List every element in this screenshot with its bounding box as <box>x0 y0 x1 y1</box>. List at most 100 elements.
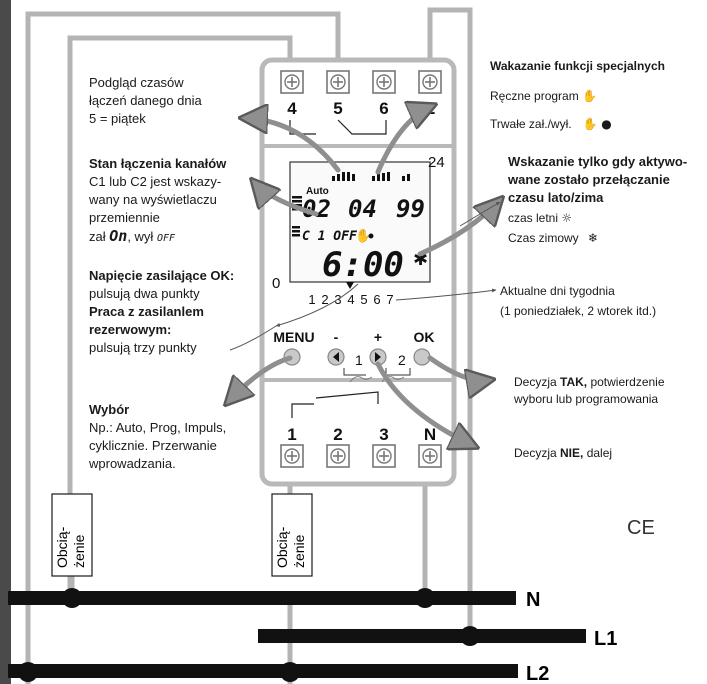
junction-dots <box>18 588 480 682</box>
ok-button[interactable] <box>413 348 431 366</box>
channel-body-line1: C1 lub C2 jest wskazy- <box>89 174 222 189</box>
channel-on-prefix: zał <box>89 229 106 244</box>
lcd-hand-icon: ✋ <box>355 228 371 243</box>
dst-title-line3: czasu lato/zima <box>508 190 604 205</box>
preview-line1: Podgląd czasów <box>89 75 184 90</box>
reserve-title-line2: rezerwowym: <box>89 322 172 337</box>
manual-program: Ręczne program ✋ <box>490 88 597 104</box>
winter-label: Czas zimowy <box>508 231 579 245</box>
wire-l2-to-terminal-4 <box>25 11 341 684</box>
snowflake-icon: ❄ <box>588 231 599 245</box>
load-right-line2: żenie <box>291 534 307 568</box>
winter: Czas zimowy ❄ <box>508 230 598 246</box>
load-left: Obcią- żenie <box>51 493 93 577</box>
ce-mark: CE <box>627 517 655 539</box>
no-suffix: dalej <box>583 446 613 460</box>
plus-arrow-icon <box>375 352 381 362</box>
no-line: Decyzja NIE, dalej <box>514 445 612 461</box>
terminal-4-label: 4 <box>287 99 297 118</box>
manual-program-label: Ręczne program <box>490 89 579 103</box>
timer-device: 4 5 6 L 24 0 Auto 02 04 99 C 1 OFF ✋ 6:0… <box>259 57 457 487</box>
reserve-body: pulsują trzy punkty <box>89 340 197 355</box>
hand-icon-manual: ✋ <box>582 89 598 103</box>
dst-title-line1: Wskazanie tylko gdy aktywo- <box>508 154 688 169</box>
leader-dst <box>459 201 501 227</box>
menu-button-label: MENU <box>273 329 314 345</box>
permanent: Trwałe zał./wył. ✋ ● <box>490 116 612 132</box>
lcd-auto: Auto <box>306 186 329 197</box>
channel-2-label: 2 <box>398 352 406 368</box>
yes-prefix: Decyzja <box>514 375 561 389</box>
arrow-no <box>375 361 474 446</box>
weekday-5: 5 <box>360 292 367 307</box>
terminal-5-label: 5 <box>333 99 342 118</box>
select-body-line2: cyklicznie. Przerwanie <box>89 438 217 453</box>
lcd-time-scale <box>332 172 410 181</box>
hand-icon <box>349 376 373 383</box>
leader-power <box>275 283 359 327</box>
lcd-scale-0: 0 <box>272 275 280 292</box>
wire-load-left-to-terminal-5 <box>67 35 293 600</box>
hand-icon-permanent: ✋ <box>582 117 598 131</box>
load-right-line1: Obcią- <box>274 526 290 568</box>
load-left-line1: Obcią- <box>54 526 70 568</box>
top-terminal-screws <box>280 70 442 94</box>
select-body-line1: Np.: Auto, Prog, Impuls, <box>89 420 227 435</box>
channel-on-off: zał On, wył OFF <box>89 228 175 247</box>
select-body-line3: wprowadzania. <box>89 456 176 471</box>
channel-title: Stan łączenia kanałów <box>89 156 227 171</box>
power-body: pulsują dwa punkty <box>89 286 200 301</box>
channel-body-line2: wany na wyświetlaczu <box>89 192 217 207</box>
arrow-preview <box>244 118 341 173</box>
terminal-1-label: 1 <box>287 425 296 444</box>
channel-1-bracket <box>343 368 366 376</box>
lcd-display <box>289 161 431 283</box>
bar-l1 <box>258 629 586 643</box>
weekday-1: 1 <box>308 292 315 307</box>
reserve-title-line1: Praca z zasilanlem <box>89 304 204 319</box>
weekdays-body: (1 poniedziałek, 2 wtorek itd.) <box>500 304 657 318</box>
bar-l1-label: L1 <box>594 628 617 650</box>
summer: czas letni ☼ <box>508 210 572 226</box>
weekday-2: 2 <box>321 292 328 307</box>
yes-suffix: potwierdzenie <box>587 375 665 389</box>
channel-off-prefix: , wył <box>127 229 154 244</box>
channel-on-symbol: On <box>109 227 128 245</box>
channel-1-label: 1 <box>355 352 363 368</box>
terminal-n-label: N <box>424 425 436 444</box>
lcd-day-pointer <box>346 282 354 289</box>
weekdays-title: Aktualne dni tygodnia <box>500 284 615 298</box>
arrow-yes <box>427 355 490 381</box>
no-prefix: Decyzja <box>514 446 561 460</box>
bar-n <box>8 591 516 605</box>
select-title: Wybór <box>89 402 130 417</box>
yes-line2: wyboru lub programowania <box>514 392 659 406</box>
preview-line2: łączeń danego dnia <box>89 93 202 108</box>
bar-n-label: N <box>526 589 540 611</box>
no-word: NIE, <box>560 446 584 460</box>
channel-body-line3: przemiennie <box>89 210 160 225</box>
permanent-label: Trwałe zał./wył. <box>490 117 572 131</box>
weekday-4: 4 <box>347 292 354 307</box>
ok-button-label: OK <box>414 329 435 345</box>
lcd-time: 6:00 <box>322 245 404 285</box>
lcd-date-month: 04 <box>348 195 377 223</box>
contact-symbol-top <box>289 120 316 135</box>
dot-icon: ● <box>601 117 612 131</box>
power-title: Napięcie zasilające OK: <box>89 268 235 283</box>
plus-button-label: + <box>374 329 382 345</box>
load-left-line2: żenie <box>71 534 87 568</box>
terminal-6-label: 6 <box>379 99 388 118</box>
yes-word: TAK, <box>560 375 588 389</box>
arrow-special-functions <box>375 106 432 175</box>
channel-off-symbol: OFF <box>156 233 175 244</box>
contact-symbol-bottom <box>291 403 314 418</box>
wire-l1-to-terminal-L <box>427 7 473 636</box>
special-title: Wakazanie funkcji specjalnych <box>490 59 665 73</box>
weekday-7: 7 <box>386 292 393 307</box>
yes-line1: Decyzja TAK, potwierdzenie <box>514 374 665 390</box>
channel-2-bracket <box>385 368 411 376</box>
arrow-select <box>228 355 293 402</box>
